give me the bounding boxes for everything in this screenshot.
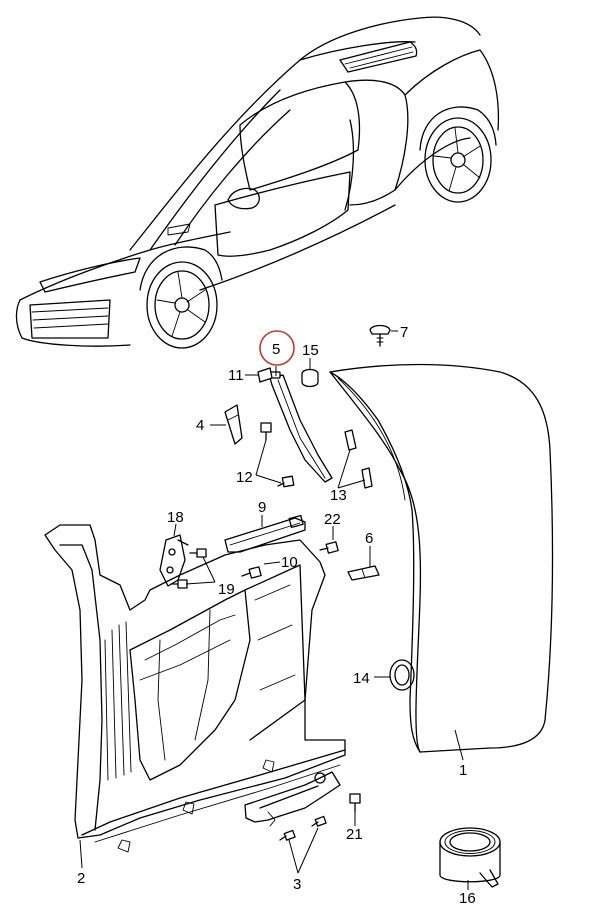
callout-6: 6	[365, 530, 373, 547]
callout-10: 10	[281, 554, 298, 571]
bolt-7-icon	[369, 324, 391, 347]
part-bracket-9	[224, 514, 306, 553]
screw-12a-icon	[260, 422, 272, 441]
screw-3b-icon	[311, 815, 327, 827]
callout-13: 13	[330, 487, 347, 504]
highlight-ring-part-5	[259, 330, 295, 366]
callout-14: 14	[353, 670, 370, 687]
car-illustration	[15, 16, 500, 349]
callout-15: 15	[302, 342, 319, 359]
callout-9: 9	[258, 499, 266, 516]
callout-4: 4	[196, 417, 204, 434]
callout-7: 7	[400, 324, 408, 341]
callout-22: 22	[324, 511, 341, 528]
screw-19a-icon	[189, 548, 207, 558]
leader-lines	[79, 330, 469, 890]
callout-18: 18	[167, 509, 184, 526]
part-tape-roll-16	[439, 827, 501, 888]
screw-3a-icon	[279, 829, 296, 841]
part-bottom-bracket	[244, 771, 341, 841]
part-clip-4	[224, 404, 243, 445]
callout-19: 19	[218, 581, 235, 598]
part-grommet-14	[389, 659, 415, 691]
callout-12: 12	[236, 469, 253, 486]
callout-2: 2	[77, 870, 85, 887]
screw-22-icon	[319, 541, 339, 554]
screw-19b-icon	[170, 579, 188, 589]
part-trim-strip-5	[269, 371, 333, 483]
callout-16: 16	[459, 890, 476, 907]
callout-11: 11	[228, 367, 244, 384]
callout-1: 1	[459, 762, 467, 779]
screw-10-icon	[241, 566, 262, 579]
screw-12b-icon	[277, 475, 295, 488]
callout-5: 5	[272, 341, 280, 358]
part-cap-15	[301, 368, 319, 388]
part-clip-13	[344, 429, 373, 489]
callout-21: 21	[346, 826, 363, 843]
part-side-panel	[329, 363, 554, 753]
part-clip-11	[257, 367, 273, 383]
part-sill-panel	[44, 524, 346, 853]
part-clip-6	[347, 565, 380, 581]
callout-3: 3	[293, 876, 301, 893]
screw-21-icon	[349, 793, 361, 813]
callout-labels: 1 2 3 4 5 6 7 9 10 11 12 13 14 15 16 18 …	[77, 324, 476, 907]
